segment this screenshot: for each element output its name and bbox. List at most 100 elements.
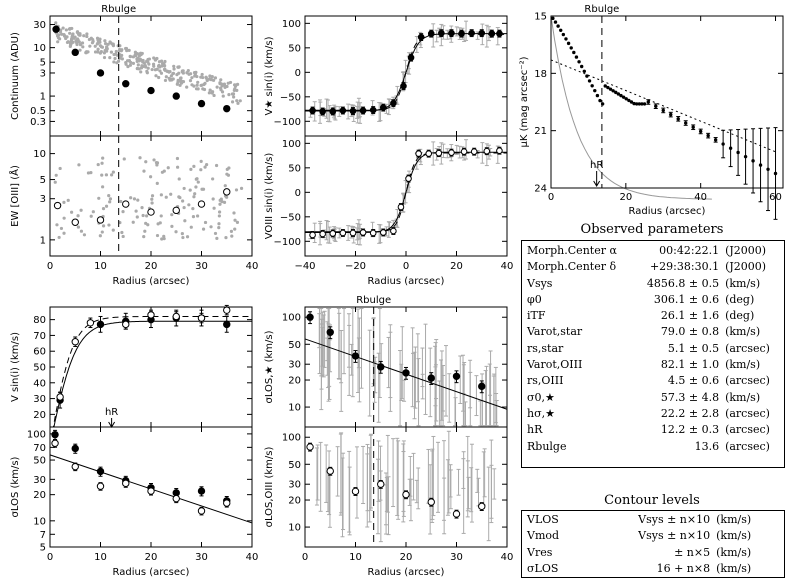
ew-gray-point	[62, 200, 66, 204]
ew-gray-point	[152, 158, 156, 162]
vstar-y-ticklabel: 100	[282, 19, 301, 30]
con-unit: (km/s)	[716, 561, 752, 575]
ew-gray-point	[201, 187, 206, 191]
continuum-gray-point	[209, 78, 213, 82]
sigma-x-ticklabel: 0	[47, 552, 53, 563]
continuum-gray-point	[136, 56, 140, 60]
sigoiii-ylabel: σLOS,OIII (km/s)	[264, 447, 275, 528]
continuum-gray-point	[230, 100, 235, 104]
mu-inner-point	[569, 46, 573, 50]
mu-inner-point	[577, 60, 581, 64]
sigoiii-xlabel: Radius (arcsec)	[368, 567, 445, 578]
obs-value: 5.1 ± 0.5	[667, 341, 720, 355]
continuum-gray-point	[227, 93, 231, 97]
continuum-y-ticklabel: 10	[33, 43, 46, 54]
ew-gray-point	[212, 206, 216, 210]
continuum-point	[197, 99, 206, 108]
voiii-point	[470, 148, 478, 155]
vsin-open-point	[122, 320, 130, 329]
ew-x-ticklabel: 0	[47, 261, 53, 272]
vstar-point	[319, 108, 326, 115]
sigoiii-x-ticklabel: 0	[302, 552, 308, 563]
continuum-gray-point	[127, 48, 131, 52]
vstar-point	[339, 107, 347, 114]
continuum-ylabel: Continuum (ADU)	[10, 32, 21, 120]
vsin-open-point	[86, 319, 95, 327]
ew-gray-point	[169, 192, 173, 196]
vsin-y-ticklabel: 50	[33, 363, 46, 374]
obs-name: hR	[527, 423, 543, 437]
voiii-y-ticklabel: −50	[280, 212, 301, 223]
vstar-point	[488, 30, 496, 37]
continuum-gray-point	[232, 95, 236, 99]
continuum-gray-point	[160, 62, 165, 66]
sigma-open-point	[197, 507, 206, 515]
mu-x-ticklabel: 20	[619, 192, 632, 203]
continuum-gray-point	[65, 40, 70, 45]
sigma-open-point	[71, 462, 79, 471]
vsin-y-ticklabel: 20	[33, 410, 46, 421]
ew-gray-point	[229, 229, 234, 233]
voiii-y-ticklabel: 0	[295, 188, 301, 199]
continuum-gray-point	[223, 85, 227, 89]
continuum-gray-point	[128, 55, 133, 59]
vstar-point	[379, 104, 387, 111]
mu-outer-point	[684, 121, 688, 125]
obs-value: 13.6	[694, 439, 720, 453]
ew-gray-point	[150, 201, 154, 205]
ew-gray-point	[191, 214, 196, 219]
ew-gray-point	[100, 173, 104, 177]
continuum-gray-point	[192, 71, 197, 75]
obs-value: 82.1 ± 1.0	[660, 358, 720, 372]
sigoiii-point	[306, 443, 314, 451]
continuum-gray-point	[93, 44, 97, 48]
vsin-ylabel: V sin(i) (km/s)	[10, 332, 21, 402]
voiii-point	[415, 150, 422, 157]
ew-gray-point	[100, 230, 104, 234]
continuum-gray-point	[139, 70, 143, 74]
continuum-gray-point	[145, 69, 149, 74]
ew-gray-point	[160, 170, 164, 174]
mu-outer-point	[669, 112, 673, 117]
continuum-gray-point	[126, 64, 130, 69]
sigma-x-ticklabel: 30	[195, 552, 208, 563]
continuum-gray-point	[222, 82, 226, 86]
ew-gray-point	[111, 228, 115, 232]
sigstar-point	[377, 363, 385, 371]
ew-gray-point	[203, 220, 208, 225]
continuum-gray-point	[78, 32, 82, 36]
ew-point	[53, 201, 62, 210]
mu-inner-point	[634, 102, 639, 106]
voiii-point	[379, 229, 387, 236]
ew-y-ticklabel: 3	[40, 194, 46, 205]
continuum-y-ticklabel: 5	[40, 58, 46, 69]
obs-unit: (km/s)	[725, 325, 761, 339]
sigstar-point	[427, 374, 435, 382]
sigoiii-x-ticklabel: 40	[501, 552, 514, 563]
mu-inner-point	[616, 92, 621, 96]
continuum-gray-point	[127, 59, 132, 63]
sigma-xlabel: Radius (arcsec)	[113, 567, 190, 578]
mu-inner-point	[629, 100, 634, 104]
mu-outer-point	[691, 125, 695, 129]
ew-gray-point	[57, 235, 61, 240]
sigstar-point	[351, 352, 360, 360]
continuum-gray-point	[133, 50, 138, 54]
ew-gray-point	[91, 210, 95, 214]
con-name: Vres	[527, 545, 553, 559]
ew-gray-point	[121, 210, 125, 214]
continuum-gray-point	[171, 71, 176, 75]
continuum-gray-point	[93, 50, 98, 54]
mu-outer-point	[698, 129, 703, 134]
ew-gray-point	[223, 184, 227, 188]
continuum-gray-point	[160, 64, 164, 68]
ew-gray-point	[131, 220, 135, 224]
sigstar-y-ticklabel: 50	[288, 340, 301, 351]
ew-point	[197, 200, 206, 208]
continuum-gray-point	[163, 67, 167, 71]
ew-gray-point	[188, 188, 192, 192]
